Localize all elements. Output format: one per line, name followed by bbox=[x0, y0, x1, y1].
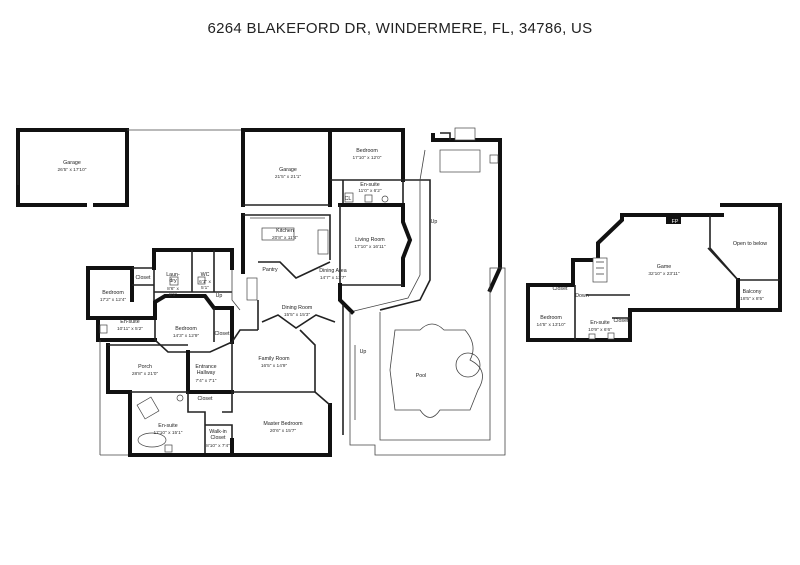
family-room-dims: 16'5" x 14'9" bbox=[261, 363, 288, 369]
ensuite-ne-dims: 11'0" x 6'2" bbox=[358, 188, 382, 194]
ensuite-master-dims: 17'10" x 15'1" bbox=[154, 430, 183, 436]
dining-area-dims: 14'7" x 13'7" bbox=[320, 275, 347, 281]
room-labels: Garage 26'5" x 17'10" Garage 21'5" x 21'… bbox=[58, 148, 768, 449]
porch-name: Porch bbox=[138, 364, 152, 370]
family-room-name: Family Room bbox=[258, 356, 290, 362]
bedroom-w-dims: 17'2" x 12'4" bbox=[100, 297, 127, 303]
closet-label-up2: Closet bbox=[613, 318, 629, 324]
bedroom-w-walls bbox=[86, 266, 155, 320]
ensuite-up-name: En-suite bbox=[590, 320, 609, 326]
master-bedroom-walls bbox=[203, 391, 332, 457]
pool-shape bbox=[389, 323, 483, 418]
pantry-label: Pantry bbox=[262, 267, 278, 273]
cl-label: CL bbox=[345, 196, 352, 202]
game-name: Game bbox=[657, 264, 671, 270]
garage-left-dims: 26'5" x 17'10" bbox=[58, 167, 87, 173]
living-room-walls bbox=[338, 203, 413, 287]
bedroom-c-dims: 14'3" x 12'9" bbox=[173, 333, 200, 339]
dining-walls bbox=[257, 261, 355, 330]
up-label-deck: Up bbox=[360, 349, 367, 355]
ensuite-w-walls bbox=[96, 316, 157, 342]
bedroom-ne-dims: 17'10" x 12'0" bbox=[353, 155, 382, 161]
garage-mid-walls bbox=[241, 128, 405, 207]
open-below-name: Open to below bbox=[733, 241, 767, 247]
fp-label: FP bbox=[672, 219, 679, 225]
family-room-walls bbox=[231, 329, 316, 393]
ensuite-ne-name: En-suite bbox=[360, 182, 379, 188]
ensuite-master-name: En-suite bbox=[158, 423, 177, 429]
entrance-dims: 7'4" x 7'1" bbox=[196, 378, 217, 384]
down-label: Down bbox=[575, 293, 589, 299]
walkin-dims: 8'10" x 7'4" bbox=[206, 443, 230, 449]
up-label-stairs: Up bbox=[216, 293, 223, 299]
bedroom-up-name: Bedroom bbox=[540, 315, 562, 321]
kitchen-walls bbox=[241, 213, 331, 264]
kitchen-name: Kitchen bbox=[276, 228, 294, 234]
bedroom-up-dims: 14'5" x 13'10" bbox=[537, 322, 566, 328]
bedroom-ne-name: Bedroom bbox=[356, 148, 378, 154]
kitchen-dims: 20'8" x 11'4" bbox=[272, 235, 298, 241]
balcony-name: Balcony bbox=[743, 289, 762, 295]
ensuite-up-dims: 10'9" x 6'6" bbox=[588, 327, 612, 333]
porch-dims: 28'8" x 21'0" bbox=[132, 371, 159, 377]
bedroom-w-name: Bedroom bbox=[102, 290, 124, 296]
up-label-lanai: Up bbox=[431, 219, 438, 225]
garage-left-walls bbox=[16, 128, 129, 207]
dining-room-dims: 15'5" x 15'3" bbox=[284, 312, 311, 318]
living-room-dims: 17'10" x 16'11" bbox=[354, 244, 386, 250]
balcony-dims: 18'5" x 8'5" bbox=[740, 296, 764, 302]
closet-label-master: Closet bbox=[197, 396, 213, 402]
master-bedroom-name: Master Bedroom bbox=[263, 421, 303, 427]
game-dims: 32'10" x 23'11" bbox=[648, 271, 680, 277]
closet-label-c: Closet bbox=[214, 331, 230, 337]
living-room-name: Living Room bbox=[355, 237, 385, 243]
pool-name: Pool bbox=[416, 373, 427, 379]
laundry-name: Laun-dry bbox=[166, 272, 180, 284]
pool-deck bbox=[342, 267, 506, 456]
laundry-wc-walls bbox=[152, 248, 234, 293]
closet-label-w: Closet bbox=[135, 275, 151, 281]
garage-mid-name: Garage bbox=[279, 167, 297, 173]
porch-walls bbox=[99, 340, 188, 456]
closet-label-up: Closet bbox=[552, 286, 568, 292]
bedroom-c-walls bbox=[153, 294, 234, 353]
lanai-curve bbox=[349, 127, 502, 313]
upper-floor-walls bbox=[526, 203, 782, 342]
ensuite-master-walls bbox=[128, 390, 207, 457]
dining-room-name: Dining Room bbox=[282, 305, 313, 311]
bedroom-c-name: Bedroom bbox=[175, 326, 197, 332]
garage-mid-dims: 21'5" x 21'1" bbox=[275, 174, 302, 180]
ensuite-w-name: En-suite bbox=[120, 319, 139, 325]
stairs-central bbox=[231, 260, 258, 311]
master-bedroom-dims: 20'6" x 15'7" bbox=[270, 428, 297, 434]
ensuite-w-dims: 10'11" x 5'2" bbox=[117, 326, 143, 332]
wc-name: WC bbox=[201, 272, 210, 278]
plan-title: 6264 BLAKEFORD DR, WINDERMERE, FL, 34786… bbox=[207, 20, 593, 37]
dining-area-name: Dining Area bbox=[319, 268, 346, 274]
garage-left-name: Garage bbox=[63, 160, 81, 166]
